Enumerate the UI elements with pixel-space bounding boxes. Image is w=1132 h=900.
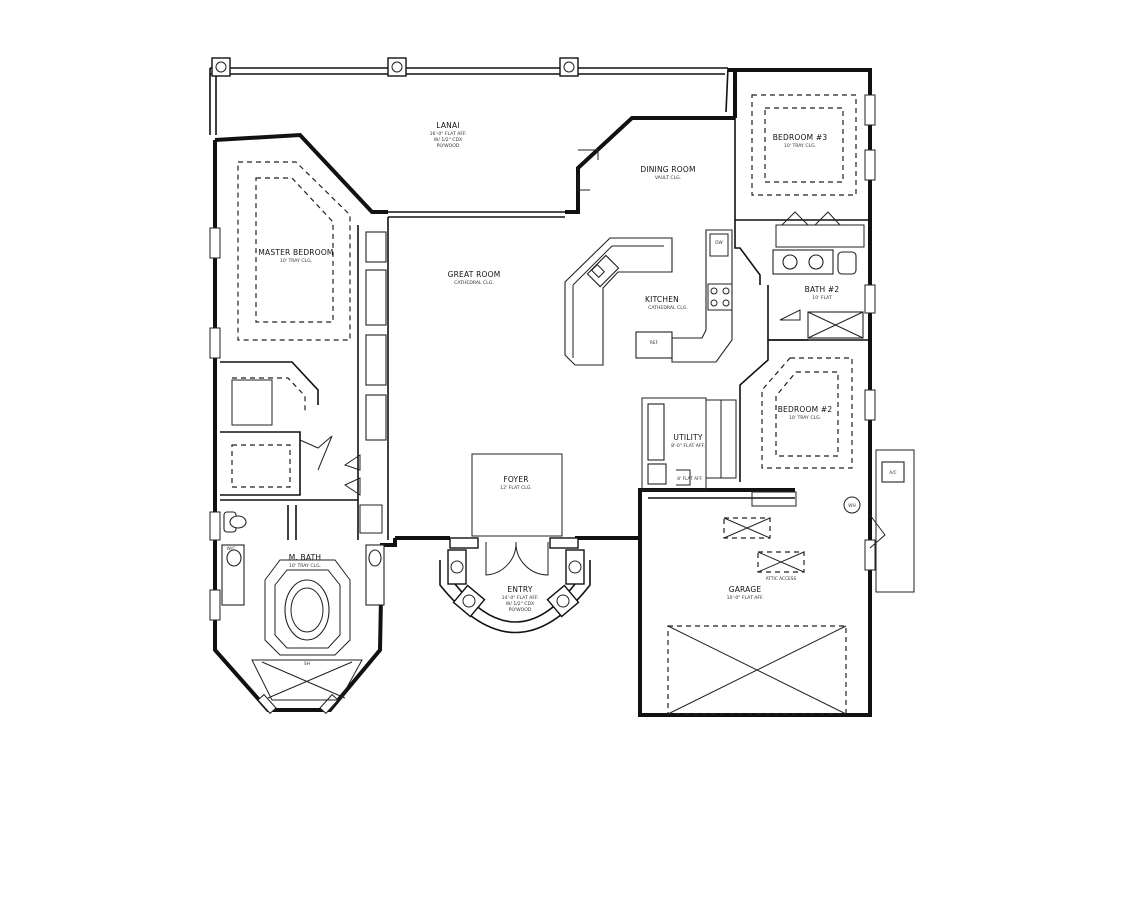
svg-text:SH: SH	[304, 661, 310, 667]
lanai-area	[209, 57, 729, 135]
svg-text:A/C: A/C	[889, 470, 896, 476]
master-bath: W/C M. BATH 10' TRAY CLG. SH	[221, 504, 385, 701]
lanai-label-group: LANAI 16'-0" FLAT AFF. W/ 1/2" CDX PLYWO…	[430, 121, 467, 149]
garage: WH ATTIC ACCESS GARAGE 10'-0" FLAT AFF.	[648, 491, 886, 715]
svg-text:10' TRAY CLG.: 10' TRAY CLG.	[789, 415, 821, 421]
svg-text:CATHEDRAL CLG.: CATHEDRAL CLG.	[454, 280, 494, 286]
utility-label: UTILITY	[673, 433, 702, 442]
lanai-label: LANAI	[436, 121, 459, 130]
entry-column	[565, 549, 585, 585]
entry-column	[546, 584, 580, 618]
svg-text:8'-0" FLAT AFF.: 8'-0" FLAT AFF.	[671, 443, 705, 449]
bedroom-3-label: BEDROOM #3	[773, 133, 828, 142]
lanai-column	[387, 57, 407, 77]
entry-label: ENTRY	[507, 585, 532, 594]
entry-column	[452, 584, 486, 618]
master-bedroom-label: MASTER BEDROOM	[258, 248, 333, 257]
lanai-column	[211, 57, 231, 77]
master-bath-label: M. BATH	[289, 553, 322, 562]
built-in-shelves	[365, 231, 387, 441]
svg-text:12' FLAT CLG.: 12' FLAT CLG.	[500, 485, 532, 491]
svg-text:10' TRAY CLG.: 10' TRAY CLG.	[784, 143, 816, 149]
great-room: GREAT ROOM CATHEDRAL CLG.	[448, 270, 501, 286]
svg-text:VAULT CLG.: VAULT CLG.	[655, 175, 681, 181]
svg-text:REF: REF	[650, 340, 659, 346]
dining-room: DINING ROOM VAULT CLG.	[577, 149, 695, 191]
entry-column	[447, 549, 467, 585]
great-room-label: GREAT ROOM	[448, 270, 501, 279]
svg-text:10' TRAY CLG.: 10' TRAY CLG.	[280, 258, 312, 264]
windows	[209, 94, 876, 715]
svg-text:10' FLAT: 10' FLAT	[812, 295, 832, 301]
svg-text:16'-0" FLAT AFF.: 16'-0" FLAT AFF.	[430, 131, 467, 137]
ac-pad: A/C	[875, 449, 915, 593]
bedroom-2: BEDROOM #2 10' TRAY CLG.	[705, 339, 870, 482]
kitchen-label: KITCHEN	[645, 295, 679, 304]
svg-text:W/ 1/2" CDX: W/ 1/2" CDX	[434, 137, 462, 143]
bedroom-2-label: BEDROOM #2	[778, 405, 833, 414]
foyer-label: FOYER	[503, 475, 528, 484]
bedroom-3: BEDROOM #3 10' TRAY CLG.	[735, 94, 870, 248]
svg-text:PLYWOOD: PLYWOOD	[437, 143, 460, 149]
garage-label: GARAGE	[729, 585, 762, 594]
svg-text:ATTIC ACCESS: ATTIC ACCESS	[766, 576, 797, 582]
exterior-walls	[213, 68, 872, 717]
svg-text:WH: WH	[848, 503, 855, 509]
foyer: FOYER 12' FLAT CLG.	[471, 453, 563, 576]
master-closets	[220, 361, 361, 501]
svg-text:PLYWOOD: PLYWOOD	[509, 607, 532, 613]
svg-text:DW: DW	[715, 240, 723, 246]
lanai-column	[559, 57, 579, 77]
svg-text:10' TRAY CLG.: 10' TRAY CLG.	[289, 563, 321, 569]
kitchen: DW REF KITCHEN CATHEDRAL CLG.	[564, 118, 761, 366]
dining-room-label: DINING ROOM	[640, 165, 695, 174]
svg-text:14'-0" FLAT AFF.: 14'-0" FLAT AFF.	[502, 595, 539, 601]
svg-text:8' FLAT AFF.: 8' FLAT AFF.	[677, 476, 702, 482]
svg-text:W/ 1/2" CDX: W/ 1/2" CDX	[506, 601, 534, 607]
svg-text:W/C: W/C	[227, 546, 236, 552]
bath-2: BATH #2 10' FLAT	[767, 249, 864, 341]
svg-text:CATHEDRAL CLG.: CATHEDRAL CLG.	[648, 305, 688, 311]
bath-2-label: BATH #2	[805, 285, 840, 294]
entry-porch: ENTRY 14'-0" FLAT AFF. W/ 1/2" CDX PLYWO…	[439, 537, 591, 634]
svg-text:10'-0" FLAT AFF.: 10'-0" FLAT AFF.	[727, 595, 764, 601]
utility-room: UTILITY 8'-0" FLAT AFF. 8' FLAT AFF.	[641, 397, 707, 491]
master-bedroom: MASTER BEDROOM 10' TRAY CLG.	[237, 161, 389, 540]
